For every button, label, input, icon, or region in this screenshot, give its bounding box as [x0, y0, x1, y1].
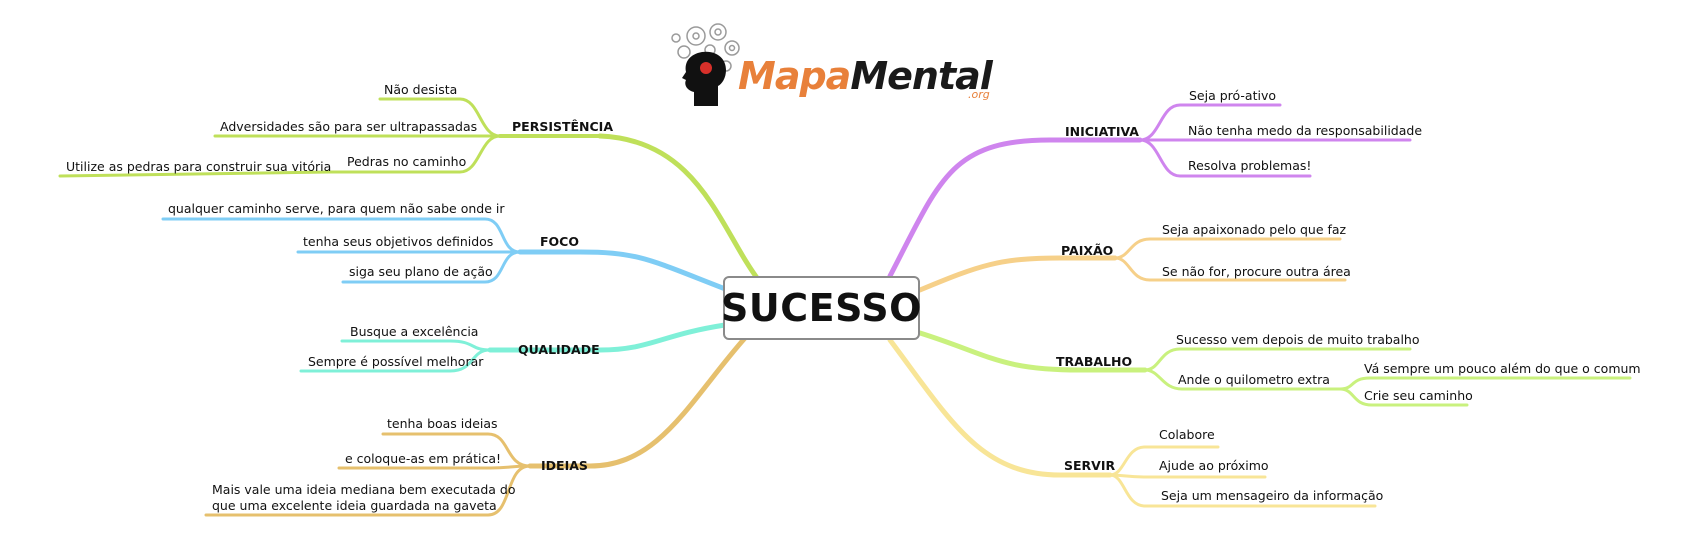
branch-label-qualidade: QUALIDADE	[518, 342, 600, 357]
paixao-item-2: Se não for, procure outra área	[1162, 264, 1351, 279]
branch-iniciativa-lines	[887, 103, 1412, 279]
branch-trabalho-lines	[917, 330, 1632, 407]
branch-persistencia-lines	[58, 97, 763, 285]
ideias-item-1: tenha boas ideias	[387, 416, 498, 431]
branch-ideias-lines	[204, 335, 748, 517]
head-gears-icon	[671, 23, 740, 106]
ideias-item-3-line-1: Mais vale uma ideia mediana bem executad…	[212, 482, 515, 497]
trabalho-item-1: Sucesso vem depois de muito trabalho	[1176, 332, 1420, 347]
branch-label-trabalho: TRABALHO	[1056, 354, 1132, 369]
iniciativa-item-2: Não tenha medo da responsabilidade	[1188, 123, 1422, 138]
servir-item-1: Colabore	[1159, 427, 1215, 442]
branch-label-servir: SERVIR	[1064, 458, 1115, 473]
persistencia-item-1: Não desista	[384, 82, 457, 97]
branch-servir-lines	[887, 337, 1377, 508]
branch-foco-lines	[161, 217, 731, 293]
ideias-item-3-line-2: que uma excelente ideia guardada na gave…	[212, 498, 497, 513]
foco-item-2: tenha seus objetivos definidos	[303, 234, 493, 249]
central-node-label: SUCESSO	[721, 286, 922, 330]
servir-item-2: Ajude ao próximo	[1159, 458, 1269, 473]
trabalho-sub-item-2: Crie seu caminho	[1364, 388, 1473, 403]
branch-label-persistencia: PERSISTÊNCIA	[512, 119, 613, 134]
qualidade-item-1: Busque a excelência	[350, 324, 478, 339]
paixao-item-1: Seja apaixonado pelo que faz	[1162, 222, 1347, 237]
servir-item-3: Seja um mensageiro da informação	[1161, 488, 1383, 503]
iniciativa-item-3: Resolva problemas!	[1188, 158, 1311, 173]
trabalho-item-2: Ande o quilometro extra	[1178, 372, 1330, 387]
central-node: SUCESSO	[721, 276, 922, 340]
qualidade-item-2: Sempre é possível melhorar	[308, 354, 484, 369]
persistencia-item-3: Pedras no caminho	[347, 154, 466, 169]
ideias-item-2: e coloque-as em prática!	[345, 451, 501, 466]
persistencia-item-2: Adversidades são para ser ultrapassadas	[220, 119, 477, 134]
iniciativa-item-1: Seja pró-ativo	[1189, 88, 1276, 103]
foco-item-3: siga seu plano de ação	[349, 264, 493, 279]
logo-suffix: .org	[968, 88, 990, 101]
branch-label-ideias: IDEIAS	[541, 458, 588, 473]
logo-wordmark: MapaMental	[738, 54, 993, 98]
branch-label-paixao: PAIXÃO	[1061, 243, 1113, 258]
trabalho-sub-item-1: Vá sempre um pouco além do que o comum	[1364, 361, 1641, 376]
branch-qualidade-lines	[299, 322, 728, 373]
branch-label-foco: FOCO	[540, 234, 579, 249]
mapamental-logo: MapaMental .org	[666, 18, 996, 108]
foco-item-1: qualquer caminho serve, para quem não sa…	[168, 201, 505, 216]
persistencia-sub-item: Utilize as pedras para construir sua vit…	[66, 159, 331, 174]
branch-label-iniciativa: INICIATIVA	[1065, 124, 1139, 139]
branch-paixao-lines	[917, 237, 1347, 293]
